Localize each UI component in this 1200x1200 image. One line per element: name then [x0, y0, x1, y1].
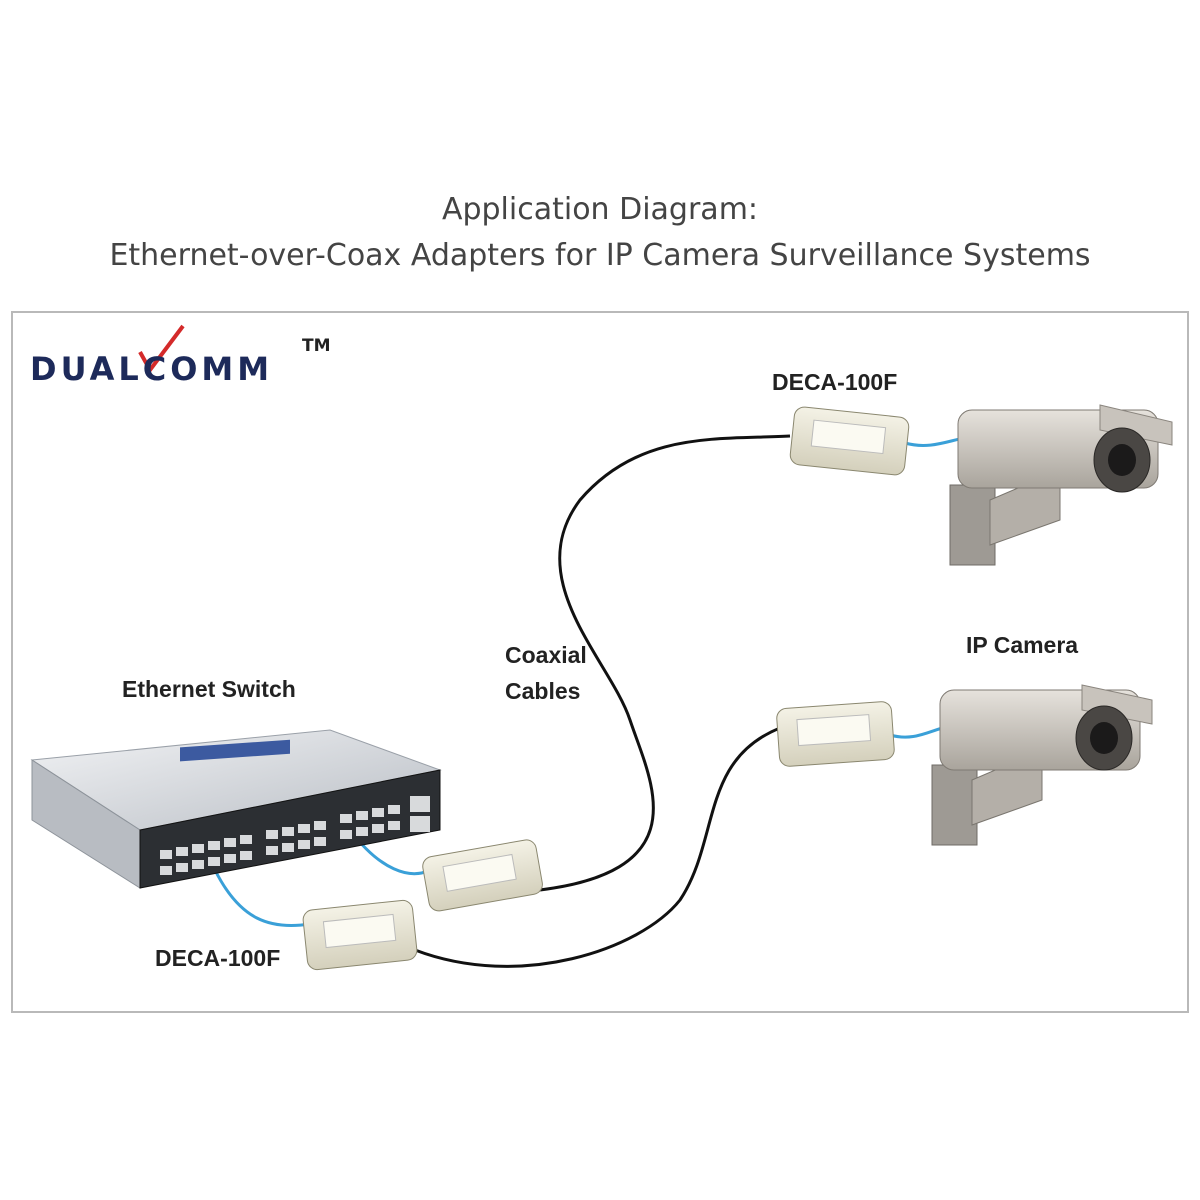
- ethernet-cable-camera-top: [904, 436, 966, 447]
- adapter-camera-top: [789, 406, 910, 476]
- trademark-mark: TM: [302, 336, 331, 356]
- ethernet-cable-switch-2: [213, 869, 311, 928]
- ip-camera-top: [949, 404, 1173, 566]
- adapter-switch-2: [302, 899, 418, 971]
- ip-camera-bottom: [931, 684, 1153, 846]
- ethernet-switch: [30, 729, 442, 889]
- dualcomm-logo: DUALCOMM: [30, 350, 274, 388]
- coax-cable-bottom: [414, 726, 781, 968]
- label-adapter-top: DECA-100F: [772, 369, 898, 395]
- label-coax-line1: Coaxial: [505, 642, 587, 668]
- label-ethernet-switch: Ethernet Switch: [122, 676, 296, 702]
- diagram-subtitle: Ethernet-over-Coax Adapters for IP Camer…: [109, 238, 1091, 273]
- label-ip-camera: IP Camera: [966, 632, 1079, 658]
- coax-cable-top: [539, 434, 791, 892]
- label-adapter-bottom: DECA-100F: [155, 945, 281, 971]
- adapter-switch-1: [422, 839, 543, 912]
- logo-check-icon: [138, 324, 185, 374]
- diagram-title: Application Diagram:: [441, 192, 759, 227]
- label-coax-line2: Cables: [505, 678, 581, 704]
- adapter-camera-bottom: [776, 701, 895, 767]
